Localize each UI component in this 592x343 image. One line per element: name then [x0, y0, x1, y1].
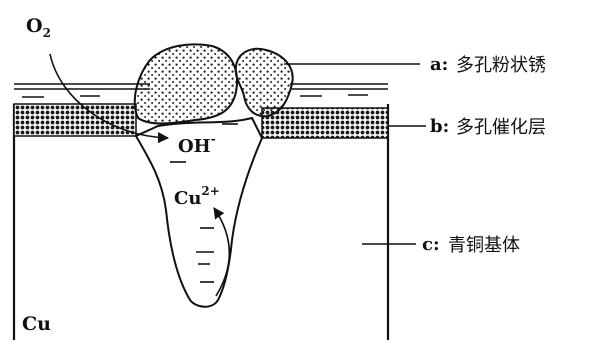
catalytic-layer-left — [14, 104, 136, 136]
catalytic-layer-right — [262, 108, 388, 138]
cu-base-label: Cu — [22, 313, 51, 335]
legend-c: c: 青铜基体 — [422, 234, 520, 256]
svg-text:c:: c: — [422, 234, 440, 255]
o2-label: O2 — [26, 15, 51, 40]
svg-text:a:: a: — [430, 54, 448, 75]
rust-blob-right — [236, 49, 293, 116]
svg-text:多孔粉状锈: 多孔粉状锈 — [456, 55, 546, 76]
svg-text:多孔催化层: 多孔催化层 — [456, 117, 546, 138]
leader-lines — [284, 64, 426, 244]
legend-b: b: 多孔催化层 — [430, 116, 546, 138]
legend-a: a: 多孔粉状锈 — [430, 54, 546, 76]
svg-text:青铜基体: 青铜基体 — [448, 235, 520, 256]
rust-blob-left — [135, 44, 237, 123]
oh-label: OH- — [178, 132, 216, 157]
powdery-rust — [135, 44, 293, 123]
svg-text:b:: b: — [430, 116, 449, 137]
